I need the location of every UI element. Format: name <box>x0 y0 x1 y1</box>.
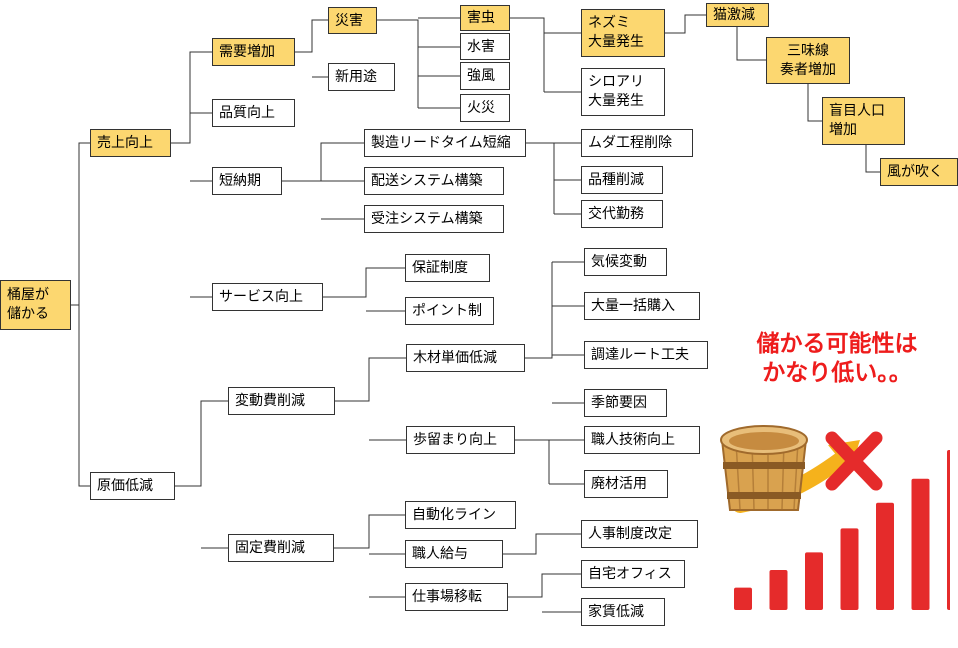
node-warranty: 保証制度 <box>405 254 490 282</box>
node-shamisen: 三味線 奏者増加 <box>766 37 850 84</box>
node-wood-price: 木材単価低減 <box>406 344 525 372</box>
node-demand: 需要増加 <box>212 38 295 66</box>
node-auto-line: 自動化ライン <box>405 501 516 529</box>
node-mfg-lead: 製造リードタイム短縮 <box>364 129 526 157</box>
illustration <box>720 425 950 610</box>
node-rats: ネズミ 大量発生 <box>581 9 665 57</box>
node-strong-wind: 強風 <box>460 62 510 90</box>
bar-7 <box>947 450 950 610</box>
node-service: サービス向上 <box>212 283 323 311</box>
node-wages: 職人給与 <box>405 540 503 568</box>
node-route: 調達ルート工夫 <box>584 341 708 369</box>
node-new-use: 新用途 <box>328 63 395 91</box>
node-cats-down: 猫激減 <box>706 3 769 27</box>
node-wind: 風が吹く <box>880 158 958 186</box>
node-fixed: 固定費削減 <box>228 534 334 562</box>
node-root: 桶屋が 儲かる <box>0 280 71 330</box>
bar-2 <box>769 570 788 610</box>
bar-4 <box>840 528 859 610</box>
node-short-lead: 短納期 <box>212 167 282 195</box>
node-order: 受注システム構築 <box>364 205 504 233</box>
node-fire: 火災 <box>460 94 510 122</box>
node-disaster: 災害 <box>328 7 377 34</box>
node-quality: 品質向上 <box>212 99 295 127</box>
wooden-tub-icon <box>720 425 808 511</box>
node-termites: シロアリ 大量発生 <box>581 68 665 116</box>
node-skill: 職人技術向上 <box>584 426 700 454</box>
node-points: ポイント制 <box>405 297 494 325</box>
node-variable: 変動費削減 <box>228 387 335 415</box>
bar-5 <box>876 502 894 610</box>
node-scrap: 廃材活用 <box>584 470 668 498</box>
node-season: 季節要因 <box>584 389 667 417</box>
conclusion-caption: 儲かる可能性は かなり低い。。 <box>756 331 918 386</box>
node-workshop: 仕事場移転 <box>405 583 508 611</box>
node-delivery: 配送システム構築 <box>364 167 504 195</box>
node-yield: 歩留まり向上 <box>406 426 515 454</box>
node-hr: 人事制度改定 <box>581 520 698 548</box>
node-rent: 家賃低減 <box>581 598 665 626</box>
node-flood: 水害 <box>460 33 510 60</box>
node-bulk: 大量一括購入 <box>584 292 700 320</box>
node-variety: 品種削減 <box>581 166 663 194</box>
node-pests: 害虫 <box>460 5 510 31</box>
bar-1 <box>734 587 752 610</box>
bar-3 <box>805 552 823 610</box>
node-cost: 原価低減 <box>90 472 175 500</box>
node-climate: 気候変動 <box>584 248 667 276</box>
node-shift: 交代勤務 <box>581 200 663 228</box>
node-home-office: 自宅オフィス <box>581 560 685 588</box>
node-blind: 盲目人口 増加 <box>822 97 905 145</box>
bar-chart-icon <box>734 450 950 610</box>
node-sales: 売上向上 <box>90 129 171 157</box>
node-muda: ムダ工程削除 <box>581 129 693 157</box>
bar-6 <box>911 478 930 610</box>
red-x-icon <box>825 431 883 491</box>
